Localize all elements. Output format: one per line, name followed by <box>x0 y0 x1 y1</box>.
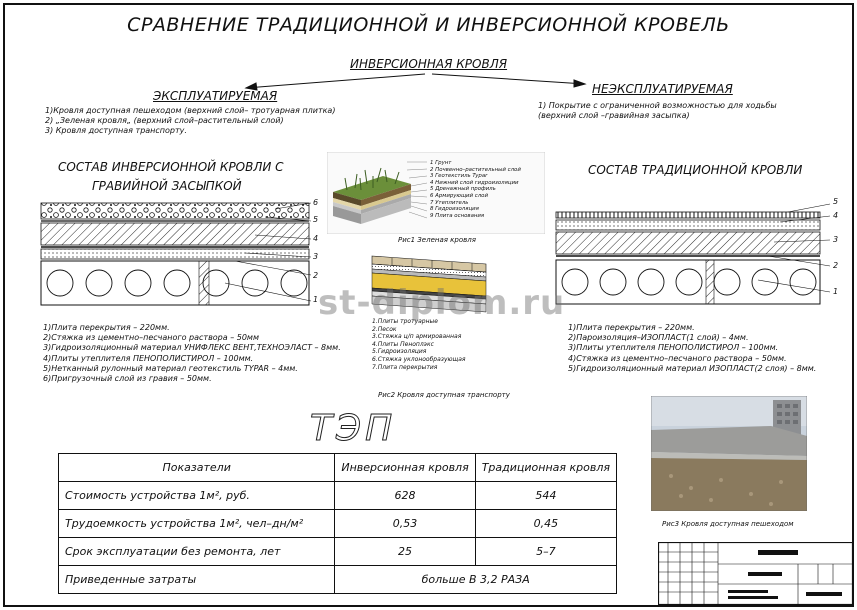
list-item: 5 Дренажный профиль <box>430 186 496 193</box>
list-item: 4.Плиты Пеноплэкс <box>372 340 434 348</box>
trad-layer-number: 2 <box>833 261 839 270</box>
list-item: 1) Покрытие с ограниченной возможностью … <box>538 101 777 110</box>
list-item: 3)Плиты утеплителя ПЕНОПОЛИСТИРОЛ – 100м… <box>568 343 779 353</box>
table-row: Срок эксплуатации без ремонта, лет 25 5–… <box>57 537 618 566</box>
inv-layer-number: 2 <box>313 271 319 280</box>
list-item: 8 Гидроизоляция <box>430 206 479 213</box>
inv-layer-number: 1 <box>313 295 319 304</box>
list-item: 2.Песок <box>372 325 397 333</box>
list-item: 3)Гидроизоляционный материал УНИФЛЕКС ВЕ… <box>43 343 341 353</box>
table-cell: 5–7 <box>474 537 618 566</box>
traditional-section-title: СОСТАВ ТРАДИЦИОННОЙ КРОВЛИ <box>588 163 803 177</box>
exploitable-list: 1)Кровля доступная пешеходом (верхний сл… <box>45 106 335 137</box>
list-item: 2 Почвенно–растительный слой <box>430 166 521 173</box>
fig1-caption: Рис1 Зеленая кровля <box>398 236 476 244</box>
exploitable-heading: ЭКСПЛУАТИРУЕМАЯ <box>153 89 278 103</box>
fig2-legend: 1.Плиты тротуарные 2.Песок 3.Стяжка ц/п … <box>372 318 466 371</box>
inv-layer-number: 6 <box>313 198 319 207</box>
table-cell: 0,45 <box>474 509 618 538</box>
list-item: 1)Плита перекрытия – 220мм. <box>43 323 170 332</box>
list-item: 5)Гидроизоляционный материал ИЗОПЛАСТ(2 … <box>568 363 817 373</box>
list-item: 4)Плиты утеплителя ПЕНОПОЛИСТИРОЛ – 100м… <box>43 353 254 363</box>
traditional-layers-list: 1)Плита перекрытия – 220мм. 2)Пароизоляц… <box>568 323 816 374</box>
list-item: 3.Стяжка ц/п армированная <box>372 333 462 341</box>
table-cell: Приведенные затраты <box>57 565 336 594</box>
list-item: (верхний слой –гравийная засыпка) <box>538 111 690 121</box>
tep-table: Показатели Инверсионная кровля Традицион… <box>57 453 618 594</box>
fig2-caption: Рис2 Кровля доступная транспорту <box>378 391 510 399</box>
table-cell: 25 <box>334 537 476 566</box>
inv-layer-number: 3 <box>313 252 319 261</box>
title-block <box>658 542 853 605</box>
non-exploitable-heading: НЕЭКСПЛУАТИРУЕМАЯ <box>592 82 733 96</box>
table-header: Инверсионная кровля <box>334 453 476 482</box>
table-cell: 628 <box>334 481 476 510</box>
list-item: 2) „Зеленая кровля„ (верхний слой–растит… <box>45 116 284 126</box>
list-item: 1)Кровля доступная пешеходом (верхний сл… <box>45 106 336 115</box>
list-item: 1)Плита перекрытия – 220мм. <box>568 323 695 332</box>
green-roof-illustration <box>327 152 545 234</box>
inversion-roof-section <box>40 202 312 306</box>
table-row: Стоимость устройства 1м², руб. 628 544 <box>57 481 618 510</box>
list-item: 6 Армирующий слой <box>430 192 488 199</box>
page-title: СРАВНЕНИЕ ТРАДИЦИОННОЙ И ИНВЕРСИОННОЙ КР… <box>127 14 730 36</box>
transport-roof-illustration <box>371 255 487 313</box>
list-item: 6)Пригрузочный слой из гравия – 50мм. <box>43 374 212 384</box>
list-item: 3 Геотекстиль Typar <box>430 173 488 180</box>
trad-layer-number: 5 <box>833 197 839 206</box>
table-cell: Срок эксплуатации без ремонта, лет <box>57 537 336 566</box>
table-header: Традиционная кровля <box>474 453 618 482</box>
list-item: 6.Стяжка уклонообразующая <box>372 355 466 363</box>
table-row: Приведенные затраты больше В 3,2 РАЗА <box>57 565 617 594</box>
list-item: 2)Пароизоляция–ИЗОПЛАСТ(1 слой) – 4мм. <box>568 333 749 343</box>
inv-layer-number: 4 <box>313 234 319 243</box>
inversion-layers-list: 1)Плита перекрытия – 220мм. 2)Стяжка из … <box>43 323 341 384</box>
list-item: 4 Нижний слой гидроизоляции <box>430 179 519 186</box>
table-cell: Трудоемкость устройства 1м², чел–дн/м² <box>57 509 336 538</box>
inversion-section-subtitle: ГРАВИЙНОЙ ЗАСЫПКОЙ <box>92 179 242 193</box>
table-cell: Стоимость устройства 1м², руб. <box>57 481 336 510</box>
pedestrian-roof-photo <box>651 396 807 511</box>
list-item: 1.Плиты тротуарные <box>372 318 438 325</box>
trad-layer-number: 3 <box>833 235 839 244</box>
inv-layer-number: 5 <box>313 215 319 224</box>
table-cell: 0,53 <box>334 509 476 538</box>
list-item: 5.Гидроизоляция <box>372 348 427 356</box>
list-item: 5)Нетканный рулонный материал геотекстил… <box>43 363 298 373</box>
list-item: 1 Грунт <box>430 160 452 166</box>
table-row: Трудоемкость устройства 1м², чел–дн/м² 0… <box>57 509 618 538</box>
trad-layer-number: 4 <box>833 211 839 220</box>
list-item: 7.Плита перекрытия <box>372 363 438 371</box>
list-item: 3) Кровля доступная транспорту. <box>45 126 187 136</box>
list-item: 2)Стяжка из цементно–песчаного раствора … <box>43 333 259 343</box>
fig1-legend: 1 Грунт 2 Почвенно–растительный слой 3 Г… <box>430 160 521 219</box>
table-header: Показатели <box>57 453 336 482</box>
tep-title: ТЭП <box>309 408 397 450</box>
table-cell: 544 <box>474 481 618 510</box>
inversion-heading: ИНВЕРСИОННАЯ КРОВЛЯ <box>350 57 508 71</box>
table-row: Показатели Инверсионная кровля Традицион… <box>57 453 618 482</box>
list-item: 4)Стяжка из цементно–песчаного раствора … <box>568 353 787 363</box>
traditional-roof-section <box>555 203 831 305</box>
non-exploitable-list: 1) Покрытие с ограниченной возможностью … <box>538 101 777 121</box>
list-item: 9 Плита основания <box>430 212 485 219</box>
watermark: st-diplom.ru <box>318 283 566 323</box>
fig3-caption: Рис3 Кровля доступная пешеходом <box>662 520 794 528</box>
list-item: 7 Утеплитель <box>430 199 469 206</box>
sheet-frame <box>3 3 854 607</box>
trad-layer-number: 1 <box>833 287 839 296</box>
table-cell: больше В 3,2 РАЗА <box>334 565 617 594</box>
inversion-section-title: СОСТАВ ИНВЕРСИОННОЙ КРОВЛИ С <box>58 160 284 174</box>
